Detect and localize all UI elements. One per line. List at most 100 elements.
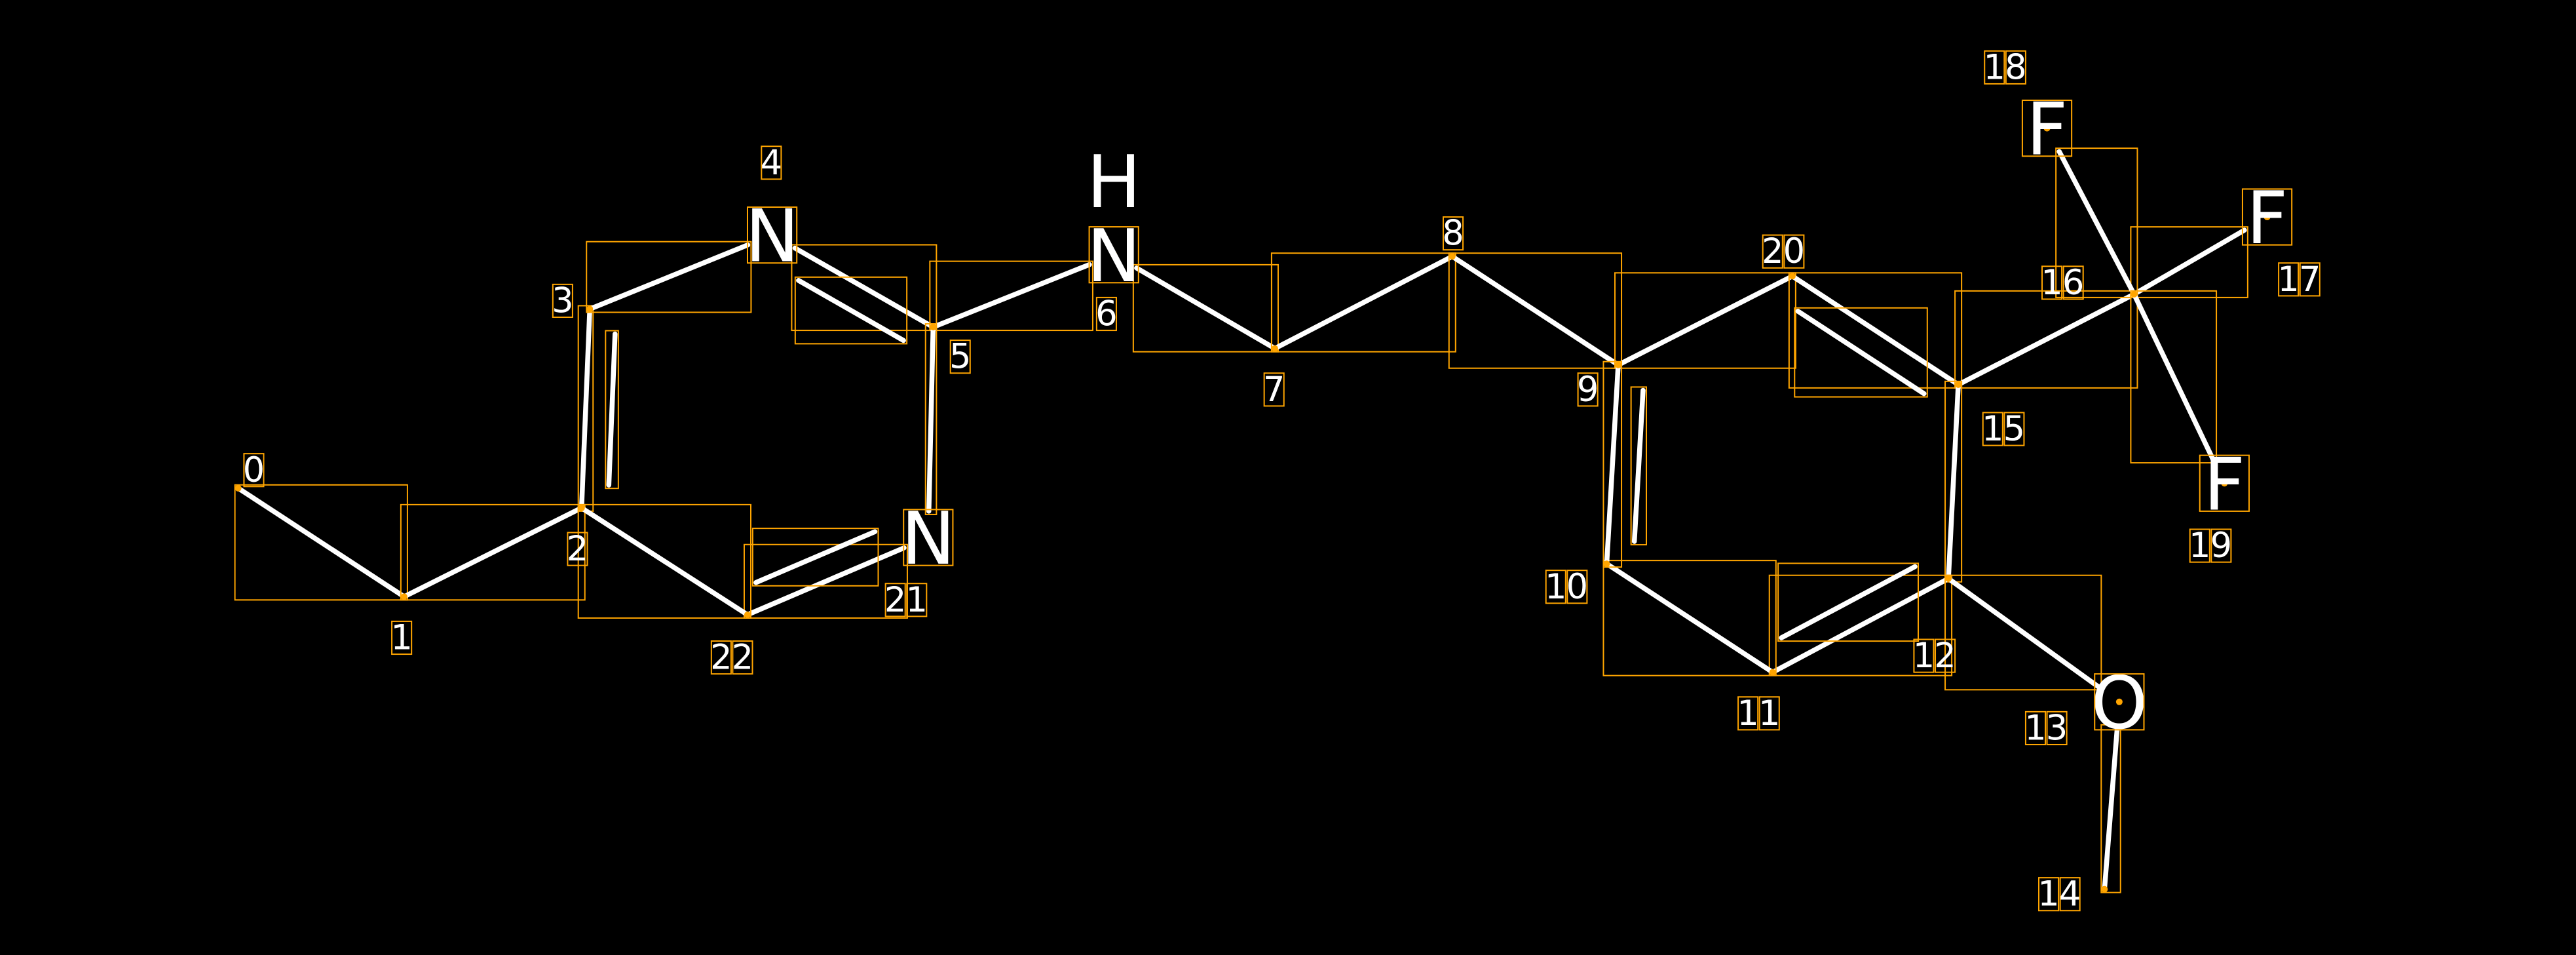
bond-bbox — [1944, 574, 2102, 691]
bond-bbox — [1132, 263, 1279, 353]
bond-line — [1790, 273, 1961, 387]
bond-bbox — [2130, 290, 2218, 464]
atom-point — [1769, 669, 1776, 676]
bond-line — [2056, 149, 2137, 297]
atom-index-label: 2 — [1934, 636, 1956, 676]
atom-point — [1945, 575, 1952, 582]
atom-point — [1955, 381, 1962, 388]
atom-point — [1615, 361, 1622, 368]
atom-index-label: 3 — [552, 281, 574, 321]
bond-bbox — [794, 276, 908, 345]
bond-bbox — [1954, 290, 2138, 389]
index-char-bbox — [949, 340, 971, 374]
atom-index-label: 0 — [1566, 567, 1589, 607]
element-label-bbox — [1088, 226, 1139, 284]
atom-point — [2043, 125, 2051, 132]
bond-line — [1795, 308, 1927, 397]
atom-element-label: N — [1087, 215, 1141, 299]
index-char-bbox — [2041, 265, 2063, 300]
atom-point — [2263, 214, 2271, 221]
bond-bbox — [1788, 272, 1963, 389]
atom-point — [930, 324, 937, 331]
atom-index-label: 9 — [2210, 526, 2233, 566]
index-char-bbox — [2062, 265, 2084, 300]
bond-bbox — [2055, 147, 2138, 298]
bond-bbox — [1614, 272, 1796, 369]
index-char-bbox — [2024, 711, 2047, 745]
index-char-bbox — [2189, 528, 2210, 563]
bond-line — [745, 545, 907, 617]
atom-index-label: 1 — [1758, 693, 1781, 733]
hydrogen-label: H — [1087, 141, 1141, 225]
index-char-bbox — [2037, 877, 2060, 912]
element-label-bbox — [2094, 673, 2145, 731]
bond-line — [2102, 726, 2120, 892]
atom-index-label: 1 — [1913, 636, 1935, 676]
atom-index-label: 6 — [1095, 294, 1118, 334]
atom-element-label: F — [2026, 88, 2068, 172]
atom-element-label: F — [2204, 443, 2245, 527]
index-char-bbox — [1545, 570, 1566, 604]
atom-point — [1271, 345, 1278, 352]
atom-index-label: 7 — [1263, 370, 1285, 410]
index-char-bbox — [1566, 570, 1588, 604]
atom-point — [2115, 698, 2123, 705]
atom-index-label: 1 — [1984, 47, 2006, 87]
bond-bbox — [1794, 307, 1928, 398]
index-char-bbox — [567, 532, 588, 566]
bond-line — [1770, 575, 1951, 675]
bond-line — [796, 278, 906, 343]
index-char-bbox — [2299, 262, 2320, 297]
bond-line — [587, 242, 751, 312]
atom-point — [586, 305, 594, 313]
bond-bbox — [1602, 361, 1623, 568]
bond-line — [792, 245, 936, 330]
atom-point — [744, 611, 751, 618]
atom-index-label: 0 — [243, 450, 265, 490]
index-char-bbox — [1263, 372, 1285, 407]
bond-bbox — [929, 260, 1093, 332]
index-char-bbox — [1913, 638, 1935, 673]
bond-line — [606, 331, 618, 488]
bond-bbox — [1270, 252, 1456, 353]
atom-element-label: N — [745, 195, 799, 279]
bond-line — [1956, 292, 2137, 387]
bond-line — [930, 262, 1092, 330]
index-char-bbox — [1982, 412, 2003, 446]
bond-line — [1134, 265, 1278, 351]
atom-index-label: 1 — [2277, 260, 2300, 300]
index-char-bbox — [1935, 638, 1956, 673]
bond-line — [1946, 382, 1961, 581]
bond-bbox — [791, 244, 938, 332]
index-char-bbox — [1737, 696, 1759, 731]
atom-point — [2131, 290, 2138, 298]
bond-bbox — [924, 323, 938, 515]
atom-index-label: 1 — [1982, 409, 2004, 449]
bond-bbox — [1448, 252, 1623, 369]
index-char-bbox — [1762, 234, 1783, 269]
index-char-bbox — [2046, 711, 2068, 745]
atom-index-label: 9 — [1577, 370, 1599, 410]
atom-element-label: N — [901, 497, 956, 581]
bond-line — [1272, 254, 1455, 351]
atom-index-label: 1 — [2041, 263, 2063, 303]
bond-bbox — [751, 528, 879, 587]
bond-bbox — [1630, 386, 1648, 546]
bond-line — [1616, 273, 1795, 368]
atom-point — [1789, 273, 1796, 280]
atom-point — [1110, 251, 1118, 258]
element-label-bbox — [903, 509, 954, 566]
atom-index-label: 3 — [2046, 708, 2068, 748]
atom-index-label: 2 — [732, 638, 754, 678]
bond-bbox — [1768, 574, 1953, 676]
atom-element-label: F — [2246, 177, 2288, 261]
bond-line — [402, 505, 584, 600]
atom-index-label: 1 — [1545, 567, 1567, 607]
bond-bbox — [1777, 562, 1920, 642]
bond-line — [235, 486, 407, 600]
atom-index-label: 2 — [567, 529, 589, 569]
bond-line — [578, 306, 593, 511]
index-char-bbox — [732, 640, 753, 675]
atom-index-label: 6 — [2062, 263, 2085, 303]
index-char-bbox — [391, 620, 413, 655]
